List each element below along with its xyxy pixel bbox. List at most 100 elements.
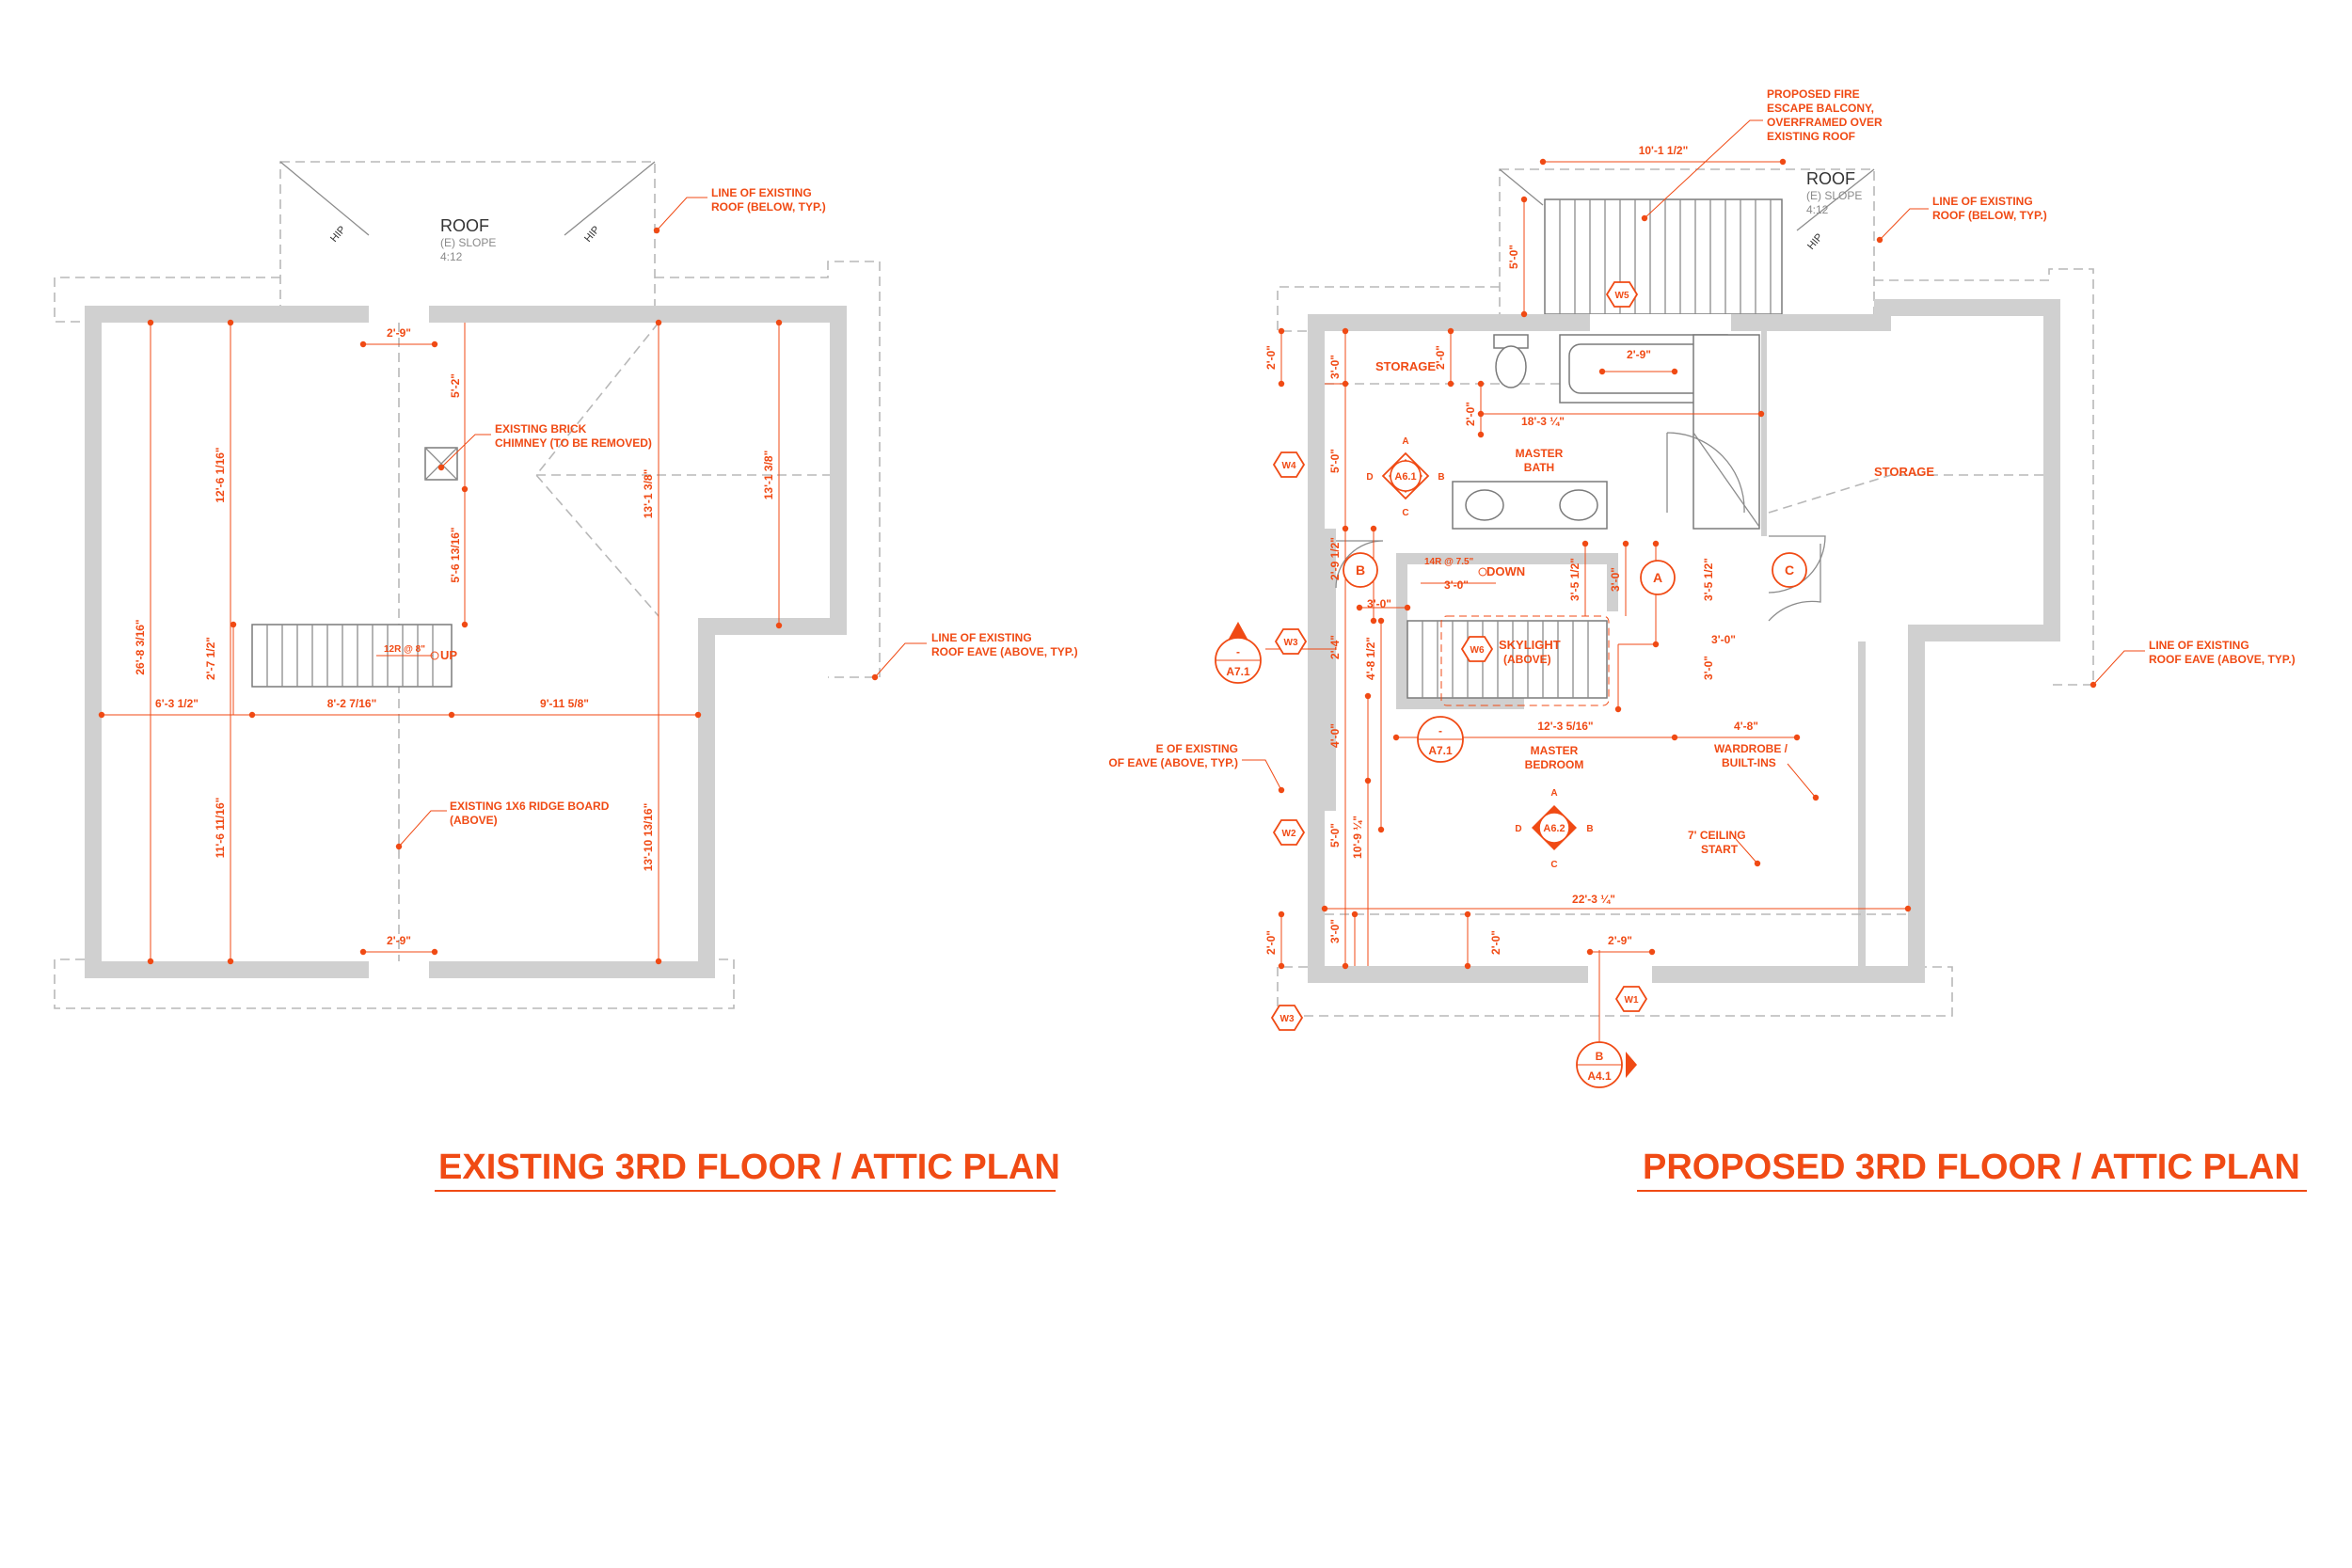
- room-label-bed-1: MASTER: [1531, 744, 1579, 757]
- existing-window-bottom: [369, 961, 429, 978]
- dim-2-0-top: 2'-0": [1264, 345, 1278, 370]
- dim-stair-width: 12'-3 5/16": [1537, 720, 1593, 733]
- dim-10-9: 10'-9 ¼": [1351, 816, 1364, 859]
- existing-chimney-x: [424, 447, 458, 481]
- proposed-plan-title: PROPOSED 3RD FLOOR / ATTIC PLAN: [1643, 1148, 2300, 1187]
- proposed-hip-line-right: [1796, 168, 1875, 231]
- existing-leader-ridge: [398, 810, 447, 847]
- existing-dim-mid-upper: 13'-1 3/8": [642, 469, 655, 519]
- existing-dim-window-bottom: 2'-9": [387, 934, 411, 947]
- existing-dim-left-overall: 26'-8 3/16": [134, 619, 147, 674]
- svg-text:-: -: [1236, 645, 1240, 658]
- existing-dim-stair-width: 2'-7 1/2": [204, 637, 217, 680]
- proposed-eave-outline-bottom: [1277, 966, 1953, 1017]
- svg-text:C: C: [1402, 508, 1408, 518]
- svg-text:A4.1: A4.1: [1587, 1069, 1612, 1083]
- existing-dim-chimney-bottom: 5'-6 13/16": [449, 527, 462, 582]
- existing-roof-slope-value: 4:12: [440, 250, 463, 263]
- existing-eave-outline-right: [655, 261, 881, 678]
- existing-note-eave-1: LINE OF EXISTING: [931, 631, 1032, 644]
- note-wardrobe-2: BUILT-INS: [1722, 756, 1776, 769]
- existing-plan-title: EXISTING 3RD FLOOR / ATTIC PLAN: [438, 1148, 1060, 1187]
- vanity-sink-right: [1559, 489, 1598, 521]
- tag-w5: W5: [1605, 281, 1639, 308]
- storage-door-swing: [1768, 535, 1826, 594]
- dim-2-0-bottom-left: 2'-0": [1264, 930, 1278, 955]
- existing-leader-eave: [874, 642, 927, 678]
- existing-stair-up-dot: [430, 651, 439, 660]
- note-roof-below-2: ROOF (BELOW, TYP.): [1932, 209, 2047, 222]
- existing-dimension-ticks: [98, 227, 879, 965]
- proposed-leader-eave-left: [1242, 759, 1282, 791]
- proposed-window-w5: [1590, 314, 1731, 331]
- existing-note-roof-below-1: LINE OF EXISTING: [711, 186, 812, 199]
- svg-text:B: B: [1356, 562, 1365, 578]
- section-marker-left: - A7.1: [1215, 622, 1262, 684]
- svg-text:W3: W3: [1280, 1014, 1295, 1024]
- shower-glass-swing: [1692, 432, 1760, 528]
- existing-dim-window-top: 2'-9": [387, 326, 411, 340]
- elevation-marker-a62: A6.2 A B C D: [1515, 788, 1593, 870]
- proposed-eave-outline-top: [1277, 286, 1500, 332]
- interior-wall-bath-storage: [1761, 331, 1767, 536]
- proposed-plan: ROOF (E) SLOPE 4:12 HIP PROPOSED FIRE ES…: [1108, 87, 2307, 1192]
- toilet-bowl: [1495, 345, 1527, 388]
- svg-text:W5: W5: [1615, 291, 1629, 301]
- proposed-leader-roof-below: [1879, 208, 1929, 241]
- svg-text:W1: W1: [1625, 995, 1639, 1006]
- existing-dimension-lines: [102, 323, 780, 961]
- svg-text:B: B: [1586, 824, 1593, 834]
- section-marker-middle: - A7.1: [1417, 716, 1464, 763]
- svg-text:A6.2: A6.2: [1543, 823, 1565, 834]
- door-tag-c: C: [1772, 552, 1807, 588]
- existing-dim-chimney-top: 5'-2": [449, 373, 462, 398]
- note-eave-left-2: OF EAVE (ABOVE, TYP.): [1108, 756, 1238, 769]
- existing-roof-interior-lines: [534, 322, 830, 617]
- existing-plan: ROOF (E) SLOPE 4:12 HIP HIP LINE OF EXIS…: [54, 161, 1078, 1192]
- existing-eave-outline-top: [54, 277, 280, 323]
- dim-2-0-vertical: 2'-0": [1464, 402, 1477, 426]
- svg-text:B: B: [1596, 1050, 1604, 1063]
- existing-window-top: [369, 306, 429, 323]
- room-label-bath-1: MASTER: [1516, 447, 1564, 460]
- note-ceiling-1: 7' CEILING: [1688, 829, 1746, 842]
- door-tag-b: B: [1343, 552, 1378, 588]
- proposed-roof-slope-value: 4:12: [1806, 203, 1829, 216]
- dim-2-0-storage: 2'-0": [1434, 345, 1447, 370]
- svg-text:A: A: [1653, 570, 1662, 585]
- existing-walls: [85, 306, 847, 978]
- dim-bedroom-width: 22'-3 ¼": [1572, 893, 1615, 906]
- tag-w2: W2: [1272, 819, 1306, 846]
- proposed-eave-outline-right: [1874, 268, 2094, 686]
- proposed-leader-ceiling: [1735, 838, 1758, 864]
- existing-leader-chimney: [440, 434, 491, 468]
- proposed-roof-interior-lines: [1768, 474, 2043, 514]
- proposed-roof-label: ROOF: [1806, 169, 1855, 188]
- dim-3-0-top: 3'-0": [1328, 355, 1342, 379]
- existing-dim-h-c: 9'-11 5/8": [540, 697, 589, 710]
- existing-leader-roof-below: [656, 197, 707, 231]
- room-label-bath-2: BATH: [1524, 461, 1554, 474]
- dim-balcony-width: 10'-1 1/2": [1639, 144, 1689, 157]
- room-label-bed-2: BEDROOM: [1525, 758, 1584, 771]
- existing-note-ridge-1: EXISTING 1X6 RIDGE BOARD: [450, 800, 610, 813]
- note-eave-right-1: LINE OF EXISTING: [2149, 639, 2249, 652]
- dim-4-8: 4'-8": [1734, 720, 1758, 733]
- existing-note-chimney-2: CHIMNEY (TO BE REMOVED): [495, 436, 652, 450]
- dim-balcony-height: 5'-0": [1507, 245, 1520, 269]
- svg-text:A: A: [1402, 436, 1408, 447]
- existing-roof-label: ROOF: [440, 216, 489, 235]
- dim-3-5-1-2-b: 3'-5 1/2": [1702, 558, 1715, 601]
- existing-roof-slope-label: (E) SLOPE: [440, 236, 496, 249]
- svg-text:W2: W2: [1282, 829, 1296, 839]
- existing-dim-left-lower: 11'-6 11/16": [214, 798, 227, 859]
- dim-3-0-right-h: 3'-0": [1711, 633, 1736, 646]
- note-wardrobe-1: WARDROBE /: [1714, 742, 1788, 755]
- proposed-window-w1: [1588, 966, 1652, 983]
- note-fire-escape-4: EXISTING ROOF: [1767, 130, 1855, 143]
- elevation-marker-a61: A6.1 A B C D: [1366, 436, 1444, 518]
- svg-text:A7.1: A7.1: [1428, 744, 1453, 757]
- proposed-stair: [1406, 620, 1608, 699]
- proposed-walls: [1308, 299, 2060, 983]
